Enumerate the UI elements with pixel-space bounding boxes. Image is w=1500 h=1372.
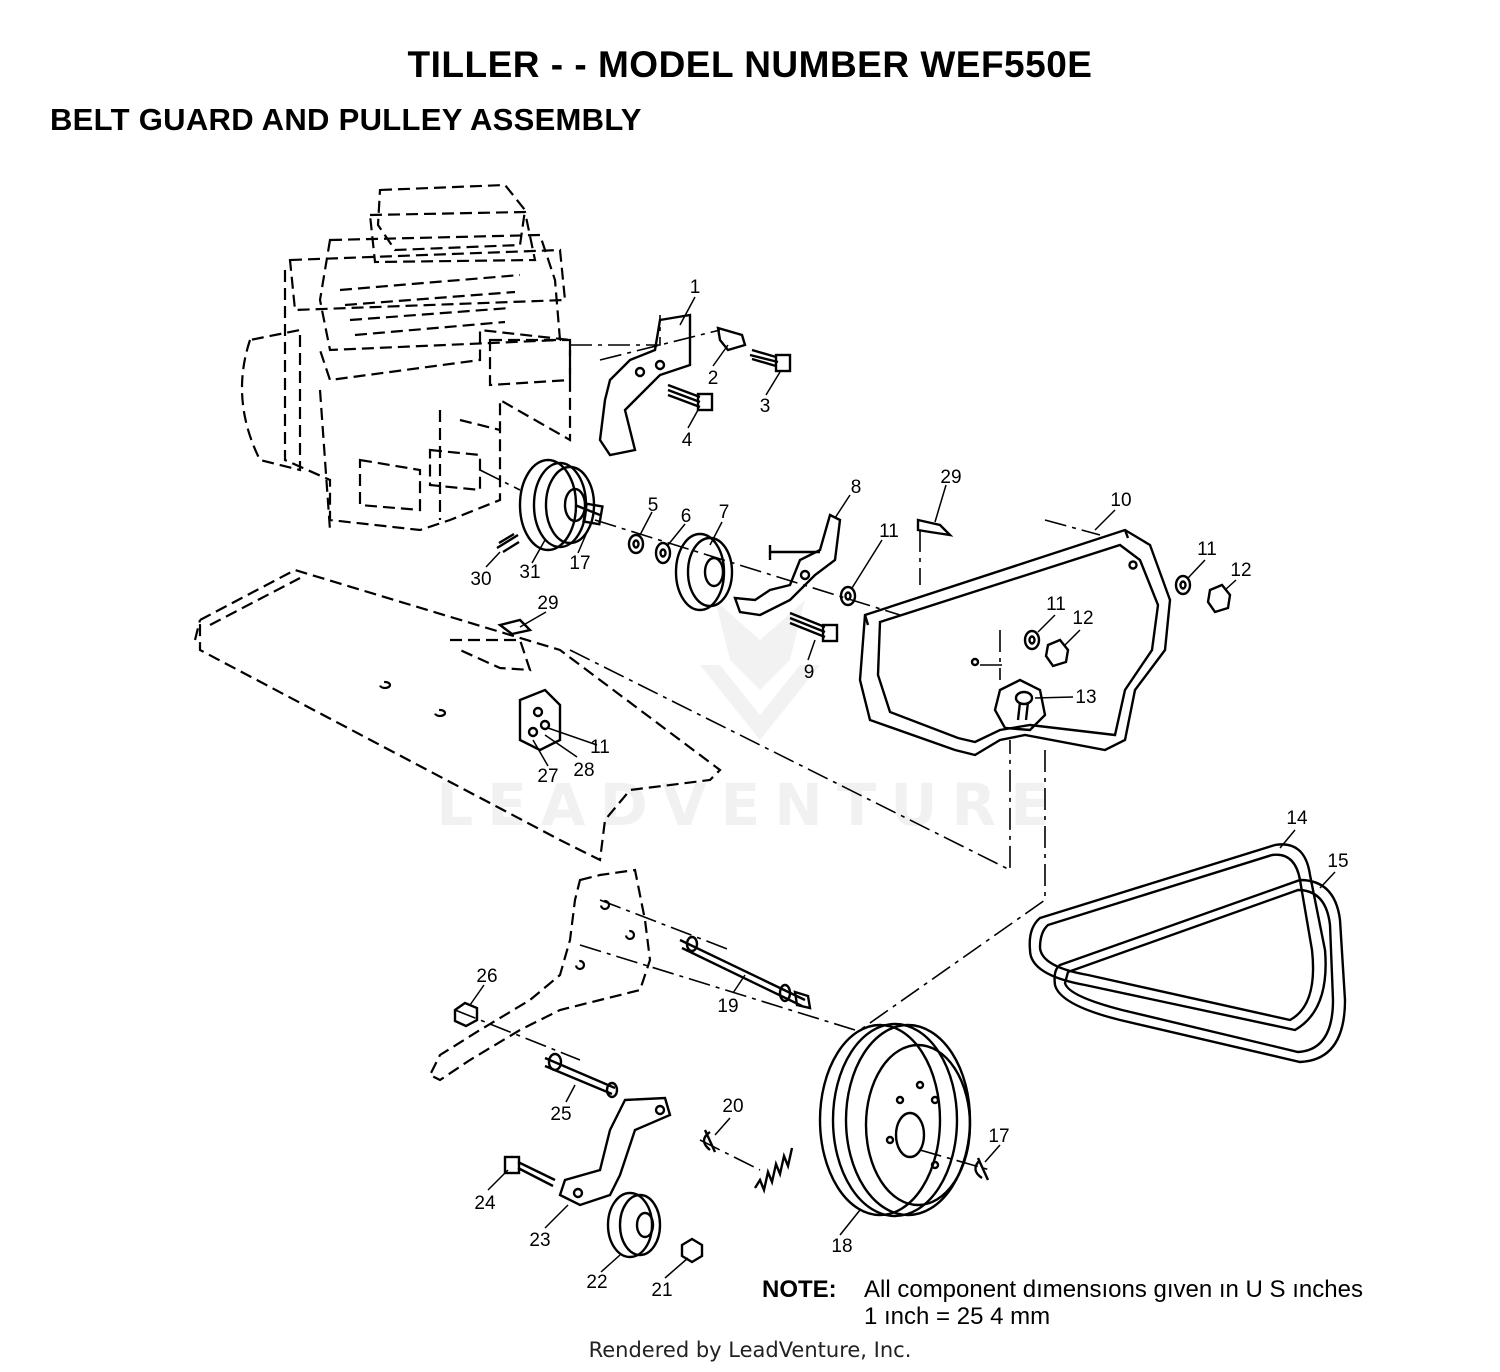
callout-21: 21 (651, 1280, 672, 1301)
part-washer-11a (839, 585, 857, 607)
callout-6: 6 (681, 506, 692, 527)
watermark-logo-icon (715, 600, 805, 690)
callout-4: 4 (682, 430, 693, 451)
callout-29-guard: 29 (940, 467, 961, 488)
callout-29-shield: 29 (537, 593, 558, 614)
callout-8: 8 (851, 477, 862, 498)
callout-30: 30 (470, 569, 491, 590)
part-idler-arm (558, 1096, 672, 1207)
note-line-2: 1 ınch = 25 4 mm (864, 1303, 1051, 1330)
part-washer-6 (654, 541, 672, 565)
watermark: LEADVENTURE (436, 600, 1064, 839)
callout-24: 24 (474, 1193, 496, 1214)
callout-5: 5 (648, 495, 659, 516)
part-shaft-25 (544, 1052, 619, 1099)
part-bolt-9 (789, 611, 839, 643)
callout-18: 18 (831, 1236, 852, 1257)
callout-1: 1 (690, 277, 701, 298)
callout-28: 28 (573, 760, 594, 781)
part-washer-5 (627, 533, 645, 555)
callout-17-engine: 17 (569, 553, 590, 574)
part-clip (716, 326, 747, 352)
part-bolt-4 (667, 383, 714, 412)
part-idler-pulley-7 (674, 532, 734, 612)
callout-31: 31 (519, 562, 540, 583)
part-e-clip-20 (702, 1129, 717, 1153)
footer-credit: Rendered by LeadVenture, Inc. (588, 1338, 912, 1362)
part-nut-21 (680, 1237, 704, 1264)
callout-15: 15 (1327, 851, 1348, 872)
callout-20: 20 (722, 1096, 743, 1117)
part-bolt-24 (503, 1155, 556, 1188)
callout-11-guard-right: 11 (1197, 539, 1217, 560)
section-subtitle: BELT GUARD AND PULLEY ASSEMBLY (50, 102, 642, 137)
callout-10: 10 (1110, 490, 1131, 511)
callout-9: 9 (804, 662, 815, 683)
part-nut-26 (453, 1001, 479, 1028)
callout-13: 13 (1075, 687, 1096, 708)
dimension-note: NOTE: All component dımensıons gıven ın U… (762, 1276, 1363, 1330)
part-idler-pulley-22 (606, 1191, 662, 1259)
part-spring (753, 1147, 794, 1195)
part-belt-guard (858, 528, 1172, 757)
callout-11-plate: 11 (590, 737, 610, 758)
part-transmission-pulley (818, 1022, 972, 1218)
page-title: TILLER - - MODEL NUMBER WEF550E (407, 44, 1093, 85)
callout-12-center: 12 (1072, 608, 1093, 629)
callout-3: 3 (760, 396, 771, 417)
part-key-17b (974, 1157, 990, 1181)
alignment-lines (454, 315, 1101, 1171)
part-engine-pulley (518, 458, 604, 552)
callout-26: 26 (476, 966, 497, 987)
watermark-v-icon (700, 665, 820, 740)
tine-shield-phantom (193, 568, 722, 862)
callout-25: 25 (550, 1104, 571, 1125)
tine-bracket-phantom (428, 868, 652, 1082)
engine-phantom (240, 183, 572, 532)
part-engine-bracket (598, 313, 692, 457)
part-belt-15 (1053, 878, 1347, 1064)
note-line-1: All component dımensıons gıven ın U S ın… (864, 1276, 1363, 1303)
part-bolt-13 (1014, 690, 1034, 721)
part-clip-29a (916, 518, 954, 537)
callout-11-guard-center: 11 (1046, 594, 1066, 615)
callout-17-transmission: 17 (988, 1126, 1009, 1147)
callout-11-bracket: 11 (879, 521, 899, 542)
part-clip-29b (497, 618, 533, 636)
leader-lines (469, 296, 1336, 1279)
callout-12-right: 12 (1230, 560, 1251, 581)
watermark-text: LEADVENTURE (436, 771, 1064, 839)
part-belt-14 (1028, 843, 1327, 1032)
callout-19: 19 (717, 996, 738, 1017)
part-bracket-plate (518, 688, 562, 752)
callout-27: 27 (537, 766, 558, 787)
note-label: NOTE: (762, 1276, 837, 1303)
part-idler-bracket (733, 513, 842, 617)
note-text: All component dımensıons gıven ın U S ın… (864, 1276, 1363, 1330)
part-set-screw (496, 532, 520, 554)
callout-7: 7 (719, 502, 730, 523)
part-washer-11b (1174, 574, 1192, 596)
part-washer-11c (1023, 629, 1041, 651)
part-cap-nut-12b (1044, 638, 1070, 668)
part-bolt-3 (749, 348, 792, 373)
callout-labels: 1 2 3 4 5 6 7 8 9 10 11 11 11 11 12 12 1… (470, 277, 1348, 1301)
callout-23: 23 (529, 1230, 550, 1251)
callout-22: 22 (586, 1272, 607, 1293)
part-cap-nut-12a (1206, 583, 1232, 614)
callout-2: 2 (708, 368, 719, 389)
part-shaft-19 (679, 935, 812, 1010)
callout-14: 14 (1286, 808, 1308, 829)
